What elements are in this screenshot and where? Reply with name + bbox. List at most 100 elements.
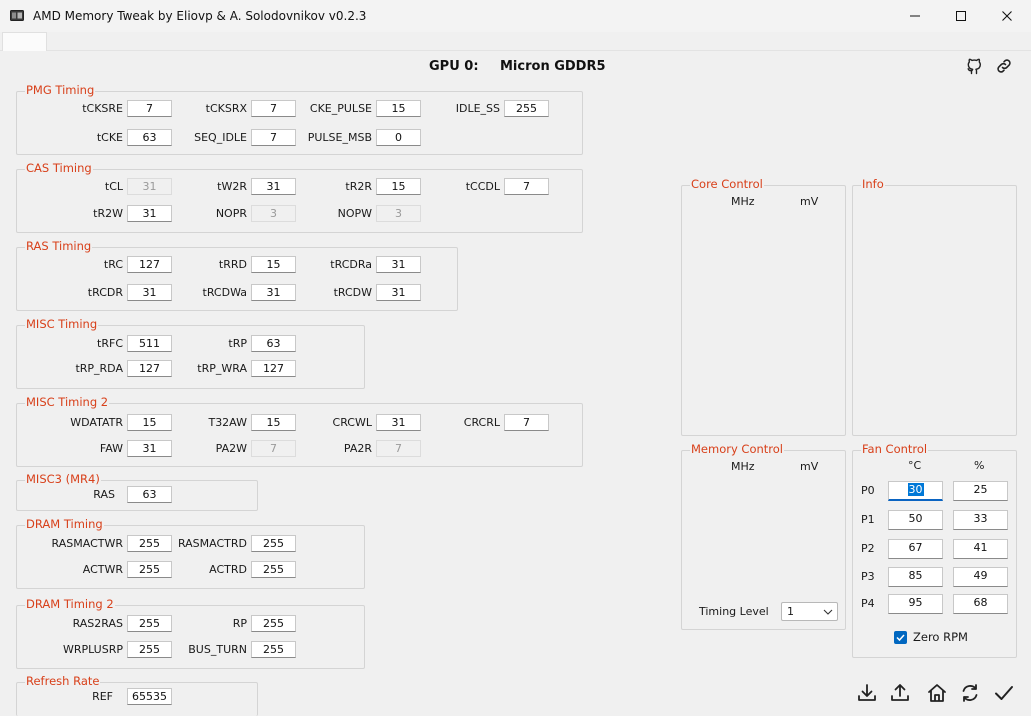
faw-label: FAW — [99, 442, 123, 455]
link-icon[interactable] — [994, 56, 1014, 76]
rp-input[interactable]: 255 — [251, 615, 296, 632]
tcksre-input[interactable]: 7 — [127, 100, 172, 117]
t32aw-input[interactable]: 15 — [251, 414, 296, 431]
download-icon[interactable] — [856, 682, 878, 704]
maximize-button[interactable] — [938, 0, 984, 32]
checkmark-icon — [896, 634, 905, 642]
fan-p3-pct-input[interactable]: 49 — [953, 567, 1008, 587]
pulse-msb-label: PULSE_MSB — [307, 131, 372, 144]
t32aw-label: T32AW — [208, 416, 247, 429]
actrd-input[interactable]: 255 — [251, 561, 296, 578]
window-title: AMD Memory Tweak by Eliovp & A. Solodovn… — [33, 9, 367, 23]
memory-mv-header: mV — [800, 460, 819, 473]
ras-input[interactable]: 63 — [127, 486, 172, 503]
fan-control-group: Fan Control — [852, 442, 1017, 658]
fan-p1-temp-input[interactable]: 50 — [888, 510, 943, 530]
bus-turn-input[interactable]: 255 — [251, 641, 296, 658]
wrplusrp-input[interactable]: 255 — [127, 641, 172, 658]
misc-timing-group: MISC Timing — [16, 317, 365, 389]
home-icon[interactable] — [926, 682, 948, 704]
fan-pct-header: % — [974, 459, 985, 472]
tcksre-label: tCKSRE — [82, 102, 123, 115]
trp-wra-input[interactable]: 127 — [251, 360, 296, 377]
idle-ss-input[interactable]: 255 — [504, 100, 549, 117]
zero-rpm-checkbox[interactable] — [894, 631, 907, 644]
actwr-input[interactable]: 255 — [127, 561, 172, 578]
refresh-rate-title: Refresh Rate — [25, 674, 101, 689]
trcdra-input[interactable]: 31 — [376, 256, 421, 273]
tr2w-label: tR2W — [93, 207, 123, 220]
tw2r-input[interactable]: 31 — [251, 178, 296, 195]
seq-idle-input[interactable]: 7 — [251, 129, 296, 146]
tcke-label: tCKE — [96, 131, 123, 144]
trp-rda-label: tRP_RDA — [75, 362, 123, 375]
fan-p1-label: P1 — [861, 513, 875, 526]
crcwl-input[interactable]: 31 — [376, 414, 421, 431]
title-bar[interactable]: AMD Memory Tweak by Eliovp & A. Solodovn… — [0, 0, 1031, 32]
fan-p0-temp-input[interactable]: 30 — [888, 481, 943, 501]
trp-input[interactable]: 63 — [251, 335, 296, 352]
ref-label: REF — [92, 690, 113, 703]
faw-input[interactable]: 31 — [127, 440, 172, 457]
rasmactwr-input[interactable]: 255 — [127, 535, 172, 552]
actwr-label: ACTWR — [82, 563, 123, 576]
crcrl-label: CRCRL — [463, 416, 500, 429]
trcdra-label: tRCDRa — [330, 258, 372, 271]
rasmactwr-label: RASMACTWR — [51, 537, 123, 550]
ras2ras-input[interactable]: 255 — [127, 615, 172, 632]
fan-p4-temp-input[interactable]: 95 — [888, 594, 943, 614]
trcdr-label: tRCDR — [87, 286, 123, 299]
fan-p4-label: P4 — [861, 597, 875, 610]
ref-input[interactable]: 65535 — [127, 688, 172, 705]
tcksrx-label: tCKSRX — [205, 102, 247, 115]
cke-pulse-label: CKE_PULSE — [309, 102, 372, 115]
tw2r-label: tW2R — [217, 180, 247, 193]
dram-timing-2-title: DRAM Timing 2 — [25, 597, 115, 612]
core-mhz-header: MHz — [731, 195, 755, 208]
ras2ras-label: RAS2RAS — [72, 617, 123, 630]
refresh-icon[interactable] — [959, 682, 981, 704]
fan-p3-label: P3 — [861, 570, 875, 583]
trrd-input[interactable]: 15 — [251, 256, 296, 273]
github-icon[interactable] — [964, 56, 984, 76]
fan-p0-pct-input[interactable]: 25 — [953, 481, 1008, 501]
wdatatr-input[interactable]: 15 — [127, 414, 172, 431]
nopr-label: NOPR — [215, 207, 247, 220]
zero-rpm-label[interactable]: Zero RPM — [913, 630, 968, 644]
pa2w-input: 7 — [251, 440, 296, 457]
upload-icon[interactable] — [889, 682, 911, 704]
trfc-input[interactable]: 511 — [127, 335, 172, 352]
crcrl-input[interactable]: 7 — [504, 414, 549, 431]
memory-control-group: Memory Control — [681, 442, 846, 630]
fan-p2-temp-input[interactable]: 67 — [888, 539, 943, 559]
tr2r-input[interactable]: 15 — [376, 178, 421, 195]
nopr-input: 3 — [251, 205, 296, 222]
fan-p3-temp-input[interactable]: 85 — [888, 567, 943, 587]
core-control-title: Core Control — [690, 177, 764, 192]
tab-gpu-0[interactable] — [2, 32, 47, 51]
trcdw-input[interactable]: 31 — [376, 284, 421, 301]
minimize-button[interactable] — [892, 0, 938, 32]
tcksrx-input[interactable]: 7 — [251, 100, 296, 117]
trcdr-input[interactable]: 31 — [127, 284, 172, 301]
actrd-label: ACTRD — [209, 563, 247, 576]
pulse-msb-input[interactable]: 0 — [376, 129, 421, 146]
core-mv-header: mV — [800, 195, 819, 208]
trc-input[interactable]: 127 — [127, 256, 172, 273]
tr2w-input[interactable]: 31 — [127, 205, 172, 222]
timing-level-select[interactable]: 1 — [781, 602, 838, 621]
tccdl-input[interactable]: 7 — [504, 178, 549, 195]
check-icon[interactable] — [993, 682, 1015, 704]
rasmactrd-input[interactable]: 255 — [251, 535, 296, 552]
trp-label: tRP — [228, 337, 247, 350]
cke-pulse-input[interactable]: 15 — [376, 100, 421, 117]
fan-p2-pct-input[interactable]: 41 — [953, 539, 1008, 559]
nopw-label: NOPW — [337, 207, 372, 220]
ras-label: RAS — [93, 488, 115, 501]
tcke-input[interactable]: 63 — [127, 129, 172, 146]
close-button[interactable] — [984, 0, 1030, 32]
trp-rda-input[interactable]: 127 — [127, 360, 172, 377]
trcdwa-input[interactable]: 31 — [251, 284, 296, 301]
fan-p1-pct-input[interactable]: 33 — [953, 510, 1008, 530]
fan-p4-pct-input[interactable]: 68 — [953, 594, 1008, 614]
